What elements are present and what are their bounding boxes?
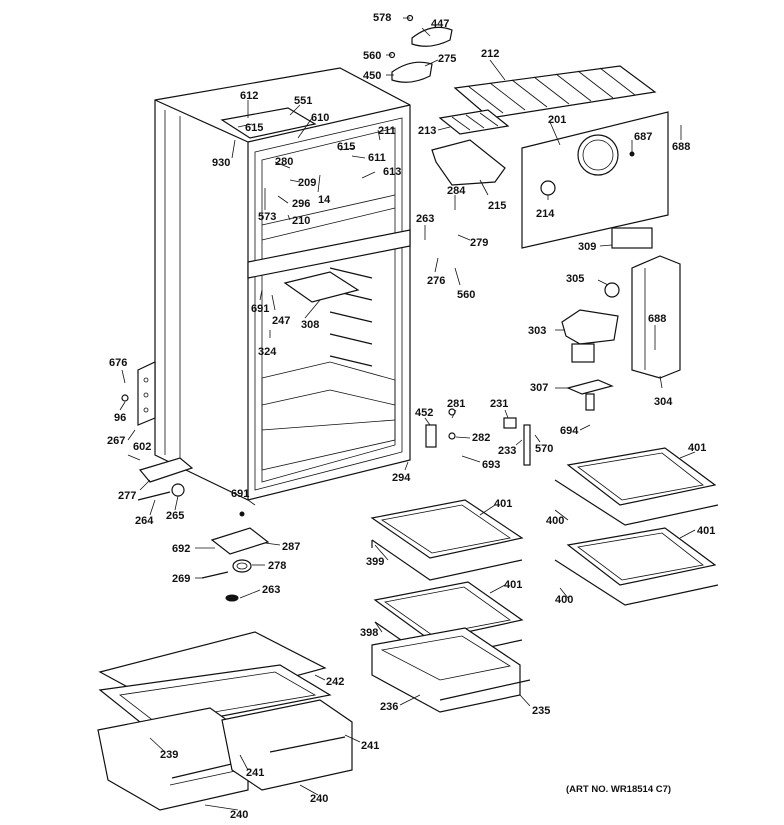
part-label: 240 <box>310 793 328 805</box>
part-label: 693 <box>482 459 500 471</box>
part-label: 398 <box>360 627 378 639</box>
evaporator-cover-drawing <box>521 111 669 249</box>
part-label: 615 <box>337 141 355 153</box>
part-label: 309 <box>578 241 596 253</box>
part-label: 578 <box>373 12 391 24</box>
part-label: 213 <box>418 125 436 137</box>
part-label: 282 <box>472 432 490 444</box>
part-label: 400 <box>546 515 564 527</box>
part-label: 96 <box>114 412 126 424</box>
part-label: 401 <box>697 525 715 537</box>
part-label: 277 <box>118 490 136 502</box>
part-label: 231 <box>490 398 508 410</box>
part-label: 201 <box>548 114 566 126</box>
part-label: 551 <box>294 95 312 107</box>
part-label: 241 <box>246 767 264 779</box>
leveler-parts-drawing <box>201 511 270 602</box>
part-label: 287 <box>282 541 300 553</box>
part-label: 447 <box>431 18 449 30</box>
part-label: 233 <box>498 445 516 457</box>
control-cover-drawing <box>388 14 453 83</box>
art-number: (ART NO. WR18514 C7) <box>566 784 671 795</box>
part-label: 281 <box>447 398 465 410</box>
crisper-pans-drawing <box>97 631 353 811</box>
part-label: 276 <box>427 275 445 287</box>
part-label: 235 <box>532 705 550 717</box>
part-label: 401 <box>504 579 522 591</box>
part-label: 308 <box>301 319 319 331</box>
part-label: 570 <box>535 443 553 455</box>
part-label: 211 <box>378 125 396 137</box>
part-label: 264 <box>135 515 154 527</box>
part-number-labels: 578 447 560 275 450 212 612 551 610 201 … <box>107 12 715 821</box>
part-label: 267 <box>107 435 125 447</box>
part-label: 613 <box>383 166 401 178</box>
part-label: 452 <box>415 407 433 419</box>
part-label: 305 <box>566 273 584 285</box>
part-label: 691 <box>231 488 249 500</box>
part-label: 263 <box>262 584 280 596</box>
part-label: 687 <box>634 131 652 143</box>
part-label: 611 <box>368 152 386 164</box>
part-label: 275 <box>438 53 456 65</box>
part-label: 400 <box>555 594 573 606</box>
label-plate-drawing <box>611 227 653 249</box>
part-label: 692 <box>172 543 190 555</box>
part-label: 236 <box>380 701 398 713</box>
part-label: 602 <box>133 441 151 453</box>
part-label: 401 <box>688 442 706 454</box>
part-label: 560 <box>363 50 381 62</box>
leader-lines <box>119 17 696 811</box>
cabinet-drawing <box>154 67 411 501</box>
part-label: 212 <box>481 48 499 60</box>
part-label: 242 <box>326 676 344 688</box>
part-label: 209 <box>298 177 316 189</box>
part-label: 284 <box>447 185 466 197</box>
freezer-shelf-drawing <box>453 65 657 119</box>
part-label: 401 <box>494 498 512 510</box>
part-label: 399 <box>366 556 384 568</box>
part-label: 930 <box>212 157 230 169</box>
glass-shelves-drawing <box>370 447 719 713</box>
part-label: 303 <box>528 325 546 337</box>
part-label: 304 <box>654 396 673 408</box>
part-label: 278 <box>268 560 286 572</box>
part-label: 450 <box>363 70 381 82</box>
part-label: 269 <box>172 573 190 585</box>
part-label: 573 <box>258 211 276 223</box>
part-label: 676 <box>109 357 127 369</box>
part-label: 239 <box>160 749 178 761</box>
middle-hinge-drawing <box>425 408 531 466</box>
part-label: 279 <box>470 237 488 249</box>
part-label: 688 <box>672 141 690 153</box>
part-label: 612 <box>240 90 258 102</box>
part-label: 240 <box>230 809 248 821</box>
part-label: 691 <box>251 303 269 315</box>
part-label: 688 <box>648 313 666 325</box>
part-label: 263 <box>416 213 434 225</box>
part-label: 265 <box>166 510 184 522</box>
part-label: 307 <box>530 382 548 394</box>
bottom-hinge-drawing <box>137 457 194 501</box>
left-hinge-drawing <box>121 361 156 426</box>
dispenser-parts-drawing <box>561 255 681 411</box>
part-label: 560 <box>457 289 475 301</box>
ice-tray-drawing <box>431 109 510 186</box>
part-label: 324 <box>258 346 277 358</box>
part-label: 14 <box>318 194 331 206</box>
part-label: 294 <box>392 472 411 484</box>
part-label: 215 <box>488 200 506 212</box>
part-label: 280 <box>275 156 293 168</box>
part-label: 210 <box>292 215 310 227</box>
part-label: 296 <box>292 198 310 210</box>
part-label: 247 <box>272 315 290 327</box>
part-label: 610 <box>311 112 329 124</box>
part-label: 214 <box>536 208 555 220</box>
part-label: 615 <box>245 122 263 134</box>
part-label: 694 <box>560 425 579 437</box>
part-label: 241 <box>361 740 379 752</box>
